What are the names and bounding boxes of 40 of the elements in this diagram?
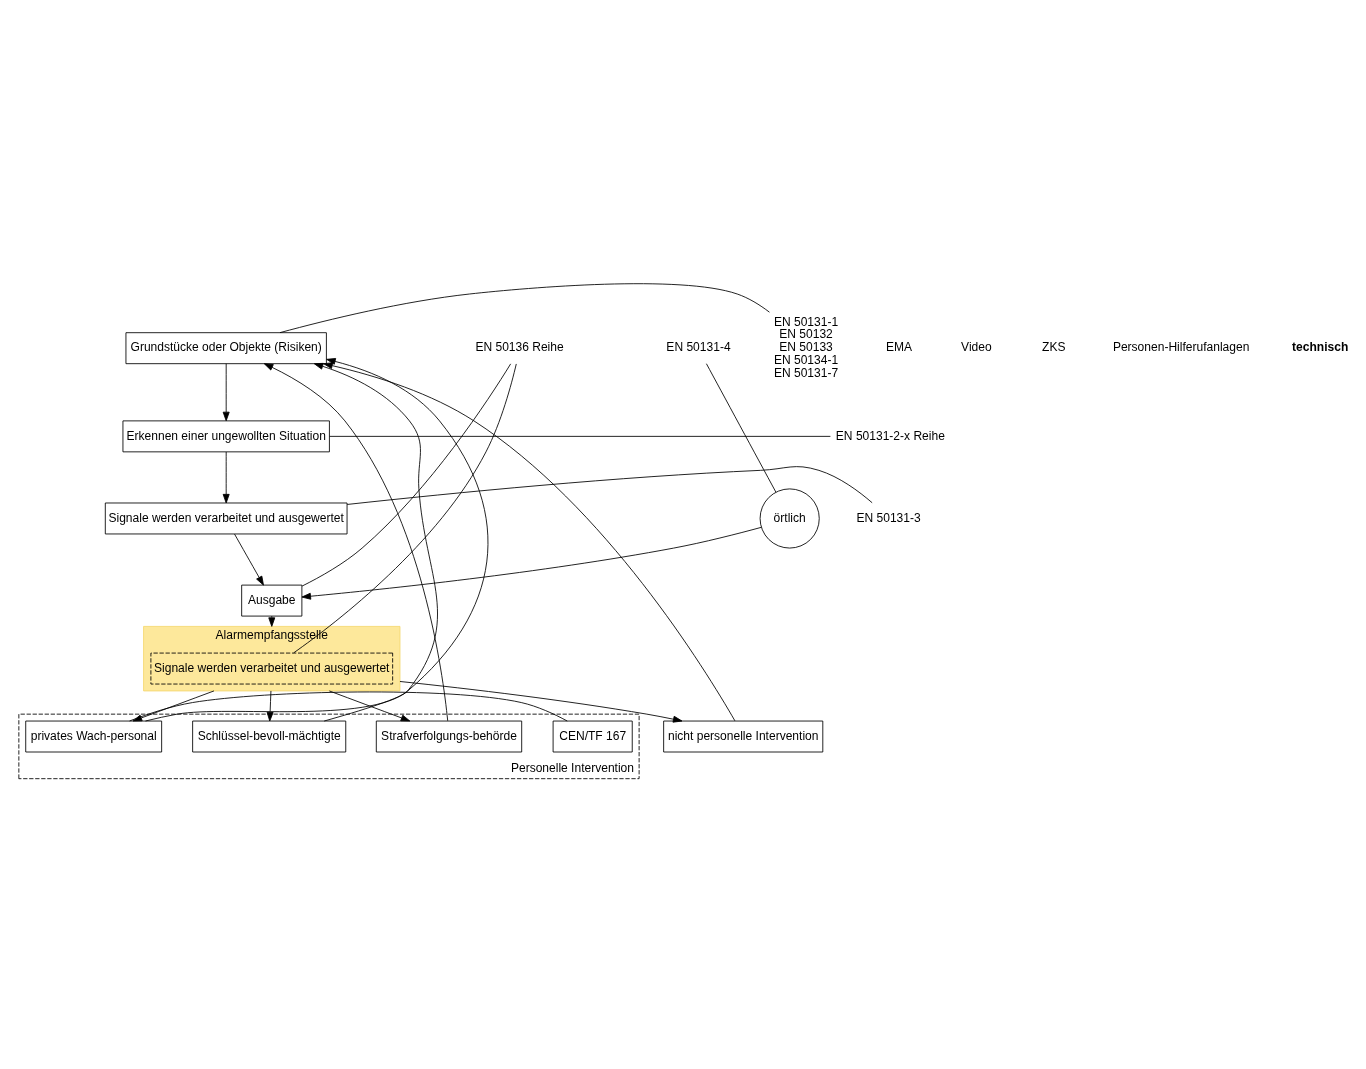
connector bbox=[329, 435, 831, 437]
node-text: EN 50131-1 EN 50132 EN 50133 EN 50134-1 EN 50131-7 bbox=[773, 314, 839, 381]
arrow bbox=[313, 362, 438, 722]
node-text: EN 50131-2-x Reihe bbox=[835, 428, 945, 443]
arrow bbox=[328, 690, 411, 722]
node-box: Schlüssel-bevoll-mächtigte bbox=[192, 720, 347, 753]
node-box: Erkennen einer ungewollten Situation bbox=[122, 420, 330, 453]
node-text: EN 50131-4 bbox=[666, 340, 731, 355]
arrow bbox=[263, 363, 449, 722]
arrow bbox=[145, 358, 489, 722]
connector bbox=[346, 466, 873, 505]
label: ZKS bbox=[1042, 340, 1066, 355]
node-box: Signale werden verarbeitet und ausgewertet bbox=[104, 502, 348, 535]
node-text: EN 50136 Reihe bbox=[475, 340, 564, 355]
label: Video bbox=[961, 340, 992, 355]
arrow bbox=[234, 533, 264, 586]
label: EMA bbox=[885, 340, 912, 355]
connector bbox=[293, 363, 517, 654]
node-box: nicht personelle Intervention bbox=[663, 720, 824, 753]
label: technisch bbox=[1292, 339, 1349, 354]
connector bbox=[129, 691, 568, 722]
node-box: Signale werden verarbeitet und ausgewertet bbox=[150, 652, 394, 685]
arrow bbox=[399, 681, 683, 723]
node-text: EN 50131-3 bbox=[856, 510, 921, 525]
connector bbox=[301, 363, 512, 587]
arrow bbox=[132, 690, 215, 722]
label: Personen-Hilferufanlagen bbox=[1112, 340, 1250, 355]
connector bbox=[706, 363, 777, 493]
node-box: CEN/TF 167 bbox=[552, 720, 633, 753]
arrow bbox=[323, 362, 736, 722]
arrow bbox=[222, 451, 230, 504]
arrow bbox=[266, 690, 274, 722]
node-circle: örtlich bbox=[759, 488, 820, 549]
arrow bbox=[268, 615, 276, 627]
connector bbox=[279, 283, 770, 334]
node-box: Grundstücke oder Objekte (Risiken) bbox=[125, 332, 327, 365]
arrow bbox=[222, 363, 230, 422]
node-box: Strafverfolgungs-behörde bbox=[375, 720, 523, 753]
arrow bbox=[301, 526, 762, 600]
node-box: privates Wach-personal bbox=[25, 720, 163, 753]
